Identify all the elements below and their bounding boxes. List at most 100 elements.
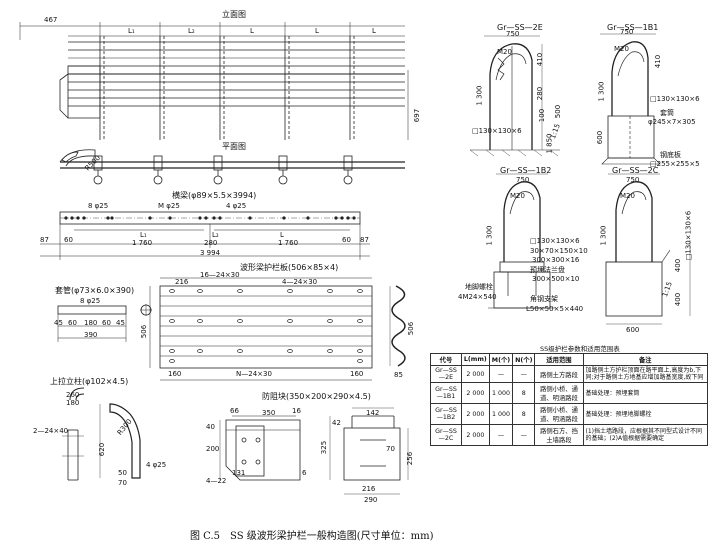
s2c-dim-1: 750	[626, 176, 640, 184]
cell: 基础处理：预埋地脚螺栓	[582, 403, 708, 426]
sleeve-title: 套管(φ73×6.0×390)	[55, 286, 135, 295]
figure-caption: 图 C.5 SS 级波形梁护栏一般构造图(尺寸单位：mm)	[190, 531, 434, 542]
cell: —	[512, 364, 536, 384]
header-note: 备注	[582, 353, 708, 366]
crossbeam-view	[40, 211, 370, 260]
panel-dim-side: 506	[140, 324, 149, 339]
elevation-span-1: L₁	[128, 27, 135, 35]
section-1B1	[600, 33, 661, 165]
s2c-dim-4: □130×130×6	[684, 210, 693, 261]
sleeve-dim-4: 60	[102, 319, 111, 327]
crossbeam-dim-4: 280	[204, 239, 218, 247]
panel-dim-bottom-1: 160	[168, 370, 182, 378]
section-1b2-title: Gr—SS—1B2	[500, 166, 552, 175]
s2e-dim-8: □130×130×6	[472, 127, 522, 135]
block-view	[219, 407, 409, 495]
cell: 2 000	[460, 424, 490, 447]
s1b1-dim-1: 750	[620, 28, 634, 36]
section-2E	[469, 35, 560, 157]
panel-dim-top-1: 216	[175, 278, 189, 286]
elevation-dim-right: 697	[413, 108, 422, 123]
cell: 基础处理：预埋套筒	[582, 382, 708, 405]
panel-title: 波形梁护栏板(506×85×4)	[240, 263, 339, 272]
s2e-dim-1: 750	[506, 30, 520, 38]
plan-title: 平面图	[222, 142, 246, 151]
s1b2-dim-11: 角钢支架	[530, 295, 558, 303]
block-dim-2: 350	[262, 409, 276, 417]
cell: (1)挡土墙路段，应根据其不同型式设计不同的基础；(2)A值根据需要确定	[582, 424, 708, 447]
header-scope: 适用范围	[534, 353, 584, 366]
cell: —	[488, 424, 514, 447]
sleeve-dim-3: 180	[84, 319, 98, 327]
block-title: 防阻块(350×200×290×4.5)	[262, 392, 371, 401]
elevation-dim-left: 467	[44, 16, 58, 24]
cell: 路侧石方、挡土墙路段	[534, 424, 584, 447]
crossbeam-holes-c: 4 φ25	[226, 202, 247, 210]
panel-dim-top-2: 16—24×30	[200, 271, 240, 279]
post-dim-6: 70	[118, 479, 127, 487]
panel-profile-thk: 85	[394, 371, 403, 379]
panel-dim-bottom-3: 160	[350, 370, 364, 378]
header-code: 代号	[430, 353, 462, 366]
crossbeam-sub-1: L₁	[140, 231, 147, 239]
table-caption: SS级护栏参数和适用范围表	[540, 345, 620, 353]
crossbeam-dim-3: 1 760	[132, 239, 153, 247]
panel-view	[149, 277, 406, 381]
elevation-span-5: L	[372, 27, 376, 35]
cell: —	[512, 424, 536, 447]
header-L: L(mm)	[460, 353, 490, 366]
table-row: Gr—SS—2E 2 000 — — 路侧土方路段 加路侧土方护栏顶面在路平面上…	[430, 364, 708, 384]
parameter-table: 代号 L(mm) M(个) N(个) 适用范围 备注 Gr—SS—2E 2 00…	[430, 353, 708, 447]
elevation-view	[19, 22, 409, 140]
block-dim-9: 42	[332, 419, 341, 427]
block-dim-13: 290	[364, 496, 378, 504]
elevation-span-2: L₂	[188, 27, 195, 35]
crossbeam-dim-5: 1 760	[278, 239, 299, 247]
s1b2-dim-8: 300×500×10	[532, 275, 580, 283]
table-row: Gr—SS—2C 2 000 — — 路侧石方、挡土墙路段 (1)挡土墙路段，应…	[430, 424, 708, 447]
s1b1-dim-7: 套筒	[660, 109, 674, 117]
block-dim-10: 142	[366, 409, 380, 417]
s1b1-dim-5: 600	[596, 130, 605, 145]
block-dim-8: 6	[302, 469, 307, 477]
post-title: 上拉立柱(φ102×4.5)	[50, 377, 129, 386]
cell: 8	[512, 382, 536, 405]
sleeve-dim-5: 45	[116, 319, 125, 327]
sleeve-dim-2: 60	[68, 319, 77, 327]
sleeve-dim-1: 45	[54, 319, 63, 327]
crossbeam-dim-6: 60	[342, 236, 351, 244]
post-dim-7: 4 φ25	[146, 461, 167, 469]
block-dim-7: 131	[232, 469, 246, 477]
s1b2-dim-3: 1 300	[485, 225, 494, 246]
elevation-span-4: L	[315, 27, 319, 35]
s1b1-dim-4: 1 300	[597, 81, 606, 102]
section-1B2	[488, 173, 556, 309]
post-dim-4: 620	[98, 442, 107, 457]
crossbeam-title: 横梁(φ89×5.5×3994)	[172, 191, 257, 200]
s1b1-dim-2: M20	[614, 45, 629, 53]
crossbeam-dim-2: 60	[64, 236, 73, 244]
section-2C	[605, 173, 691, 325]
cell: Gr—SS—2E	[430, 364, 462, 384]
cell: 8	[512, 403, 536, 426]
s2e-dim-4: 1 300	[475, 85, 484, 106]
s1b2-dim-2: M20	[510, 192, 525, 200]
post-dim-5: 50	[118, 469, 127, 477]
sleeve-holes: 8 φ25	[80, 297, 101, 305]
crossbeam-sub-3: L	[280, 231, 284, 239]
plan-view	[59, 149, 405, 185]
s2c-dim-7: 400	[674, 258, 683, 273]
section-1b1-title: Gr—SS—1B1	[607, 23, 659, 32]
s2c-dim-6: 600	[626, 326, 640, 334]
crossbeam-dim-7: 87	[360, 236, 369, 244]
post-dim-2: 180	[66, 399, 80, 407]
elevation-title: 立面图	[222, 10, 246, 19]
cell: Gr—SS—1B1	[430, 382, 462, 405]
cell: 2 000	[460, 364, 490, 384]
header-M: M(个)	[488, 353, 514, 366]
table-row: Gr—SS—1B1 2 000 1 000 8 路侧小桥、通道、明涵路段 基础处…	[430, 382, 708, 405]
s1b1-dim-9: 钢底板	[660, 151, 681, 159]
block-dim-6: 4—22	[206, 477, 227, 485]
s1b2-dim-9: 地脚螺栓	[465, 283, 493, 291]
s2e-dim-6: 100	[538, 108, 547, 123]
